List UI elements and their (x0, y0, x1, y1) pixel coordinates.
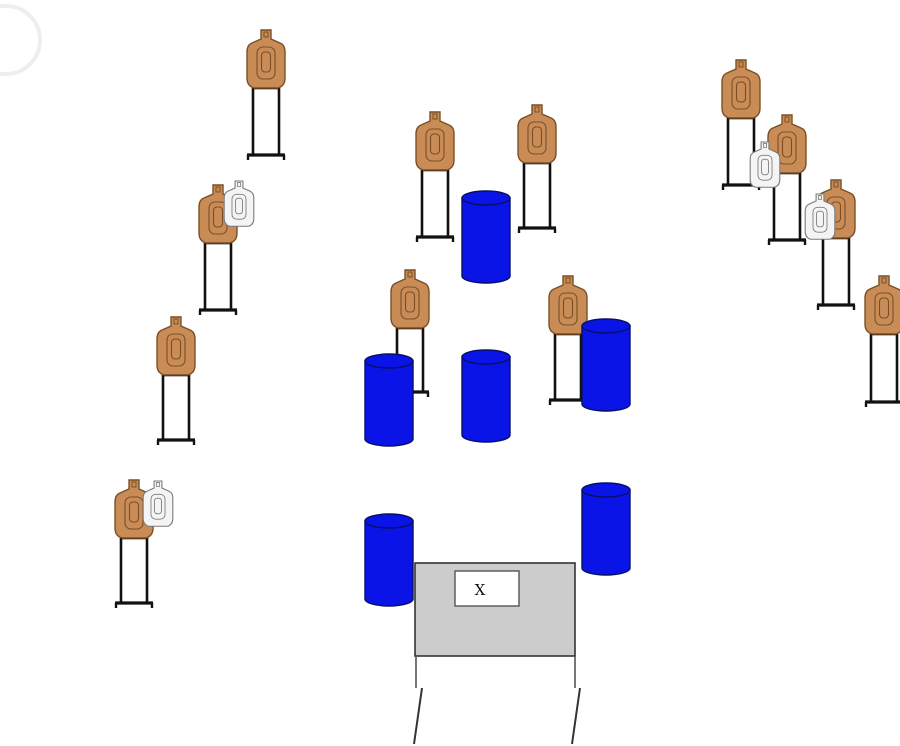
paper-target (390, 269, 430, 329)
barrel (461, 190, 511, 284)
paper-target (415, 111, 455, 171)
target-stand (156, 373, 196, 445)
barrel (364, 513, 414, 607)
paper-target (864, 275, 900, 335)
paper-target (721, 59, 761, 119)
target-stand (114, 536, 154, 608)
target-stand (198, 241, 238, 315)
start-position-marker: X (454, 570, 520, 607)
paper-target (548, 275, 588, 335)
paper-target (246, 29, 286, 89)
start-table: X (413, 562, 581, 745)
paper-target (156, 316, 196, 376)
target-stand (816, 236, 856, 310)
target-stand (246, 86, 286, 160)
barrel (364, 353, 414, 447)
start-marker-label: X (475, 581, 486, 599)
barrel (461, 349, 511, 443)
no-shoot-target (223, 180, 255, 227)
target-stand (517, 161, 557, 233)
target-stand (864, 332, 900, 407)
target-stand (415, 168, 455, 242)
paper-target (517, 104, 557, 164)
barrel (581, 482, 631, 576)
no-shoot-target (142, 480, 174, 527)
no-shoot-target (749, 141, 781, 188)
no-shoot-target (804, 193, 836, 240)
barrel (581, 318, 631, 412)
